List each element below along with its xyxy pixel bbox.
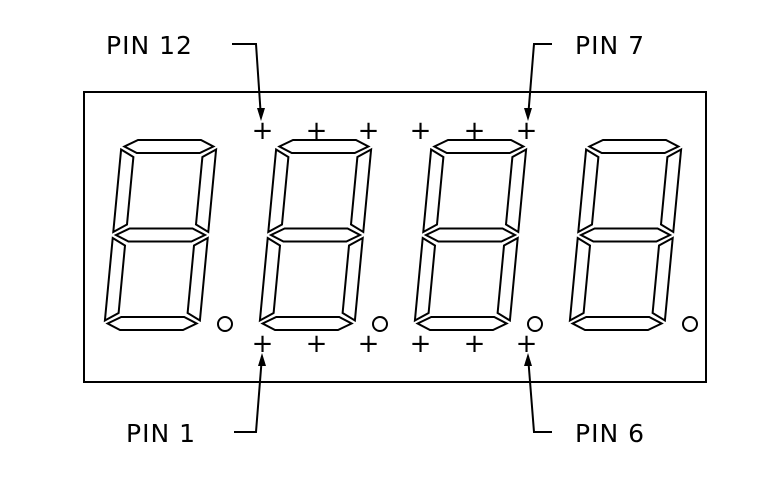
label-pin1: PIN 1: [126, 419, 196, 448]
label-pin7: PIN 7: [575, 31, 645, 60]
pin-marker-bottom-3: +: [358, 329, 381, 359]
decimal-point: [527, 316, 543, 332]
digit-1: [103, 139, 233, 332]
digit-4: [568, 139, 698, 332]
segment-g: [113, 227, 208, 243]
pin-marker-top-3: +: [358, 116, 381, 146]
segment-e: [413, 236, 437, 323]
pin-marker-bottom-1: +: [252, 329, 275, 359]
segment-c: [186, 236, 209, 323]
decimal-point: [217, 316, 233, 332]
display-body: [83, 91, 707, 383]
callout-pin7: PIN 7: [524, 31, 645, 121]
segment-e: [568, 236, 592, 323]
pin-marker-top-4: +: [410, 116, 433, 146]
label-pin12: PIN 12: [106, 31, 193, 60]
callout-pin6: PIN 6: [524, 353, 645, 448]
pin-marker-bottom-2: +: [306, 329, 329, 359]
segment-g: [268, 227, 363, 243]
segment-f: [577, 147, 600, 234]
segment-c: [651, 236, 674, 323]
pin-marker-top-2: +: [306, 116, 329, 146]
pin-marker-bottom-5: +: [464, 329, 487, 359]
digit-3: [413, 139, 543, 332]
segment-e: [103, 236, 127, 323]
segment-a: [432, 139, 526, 154]
segment-a: [122, 139, 216, 154]
pin-marker-bottom-4: +: [410, 329, 433, 359]
callout-pin12: PIN 12: [106, 31, 265, 121]
segment-b: [349, 147, 373, 234]
segment-g: [578, 227, 673, 243]
segment-a: [587, 139, 681, 154]
digits-group: [103, 139, 698, 332]
segment-f: [267, 147, 290, 234]
segment-c: [341, 236, 364, 323]
segment-f: [422, 147, 445, 234]
pin-marker-top-1: +: [252, 116, 275, 146]
segment-d: [570, 316, 664, 331]
segment-d: [415, 316, 509, 331]
label-pin6: PIN 6: [575, 419, 645, 448]
segment-b: [194, 147, 218, 234]
segment-f: [112, 147, 135, 234]
pin-marker-top-5: +: [464, 116, 487, 146]
callout-pin1: PIN 1: [126, 353, 266, 448]
pin-marker-bottom-6: +: [516, 329, 539, 359]
segment-a: [277, 139, 371, 154]
decimal-point: [372, 316, 388, 332]
pin-marker-top-6: +: [516, 116, 539, 146]
digit-2: [258, 139, 388, 332]
segment-d: [105, 316, 199, 331]
decimal-point: [682, 316, 698, 332]
segment-c: [496, 236, 519, 323]
segment-b: [504, 147, 528, 234]
segment-e: [258, 236, 282, 323]
segment-b: [659, 147, 683, 234]
pin-markers-group: + + + + + + + + + + + +: [252, 116, 539, 359]
segment-g: [423, 227, 518, 243]
segment-d: [260, 316, 354, 331]
